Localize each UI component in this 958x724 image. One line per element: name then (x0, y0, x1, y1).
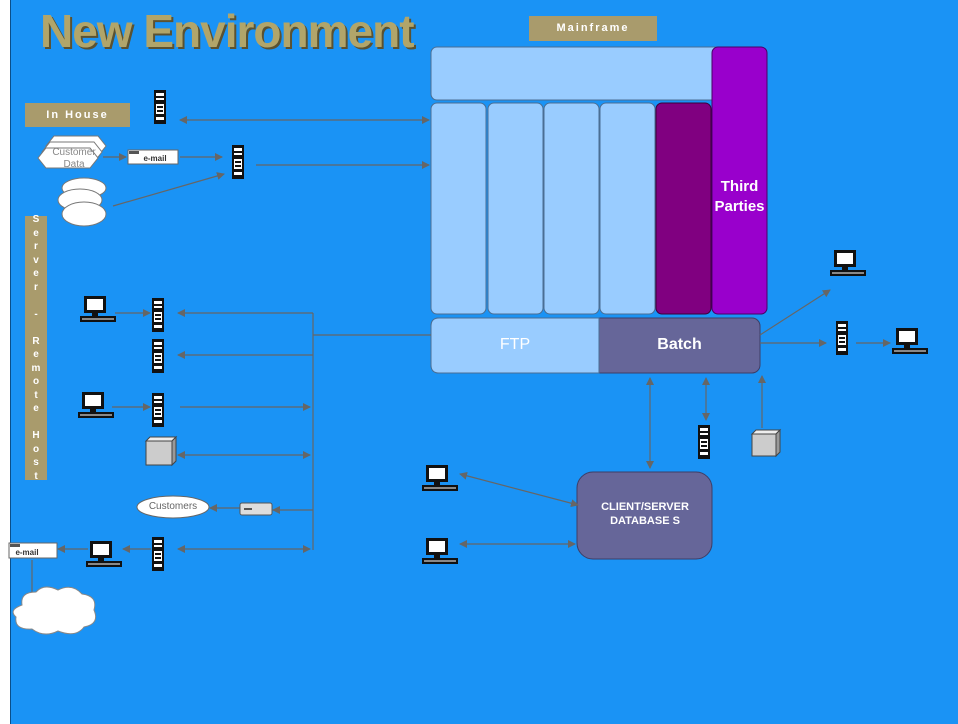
server-icon (698, 425, 710, 459)
email-icon (8, 542, 58, 559)
mainframe-block (430, 46, 768, 374)
vertical-tag-char: e (33, 268, 39, 279)
pc-icon (892, 328, 928, 354)
pc-icon (422, 465, 458, 491)
mainframe-column-4 (599, 102, 656, 315)
vertical-tag-char: o (32, 443, 40, 455)
vertical-tag-char: r (34, 281, 38, 293)
customers-label: Customers (148, 501, 198, 512)
customer-data-stack (37, 135, 107, 169)
mainframe-tag: Mainframe (529, 16, 657, 41)
pc-icon (830, 250, 866, 276)
vertical-tag-char: R (32, 335, 40, 347)
pc-icon (78, 392, 114, 418)
email-label: e-mail (143, 154, 167, 163)
vertical-tag-char: H (32, 430, 40, 441)
ftp-label: FTP (499, 336, 531, 353)
in-house-tag: In House (25, 103, 130, 127)
customer-data-label: Customer Data (52, 147, 96, 170)
pc-icon (86, 541, 122, 567)
email-left-label: e-mail (15, 548, 39, 557)
page-title: New Environment (40, 5, 415, 57)
mainframe-top-panel (430, 46, 722, 101)
third-parties-column (711, 46, 768, 315)
email-icon (127, 149, 179, 165)
vertical-tag-char: e (33, 403, 39, 414)
vertical-tag-char: e (33, 349, 39, 360)
vertical-tag-char: e (33, 227, 39, 239)
internet-cloud (12, 586, 97, 635)
vertical-tag-char: r (34, 241, 38, 252)
vertical-tag-char: t (34, 470, 38, 482)
vertical-tag-char: o (32, 376, 40, 387)
vertical-tag-char: v (33, 254, 39, 266)
vertical-tag-char: S (32, 214, 40, 225)
modem-icon (239, 502, 273, 516)
storage-box-icon (144, 435, 178, 467)
pc-icon (422, 538, 458, 564)
vertical-tag-char: - (34, 308, 38, 320)
third-parties-label: Third Parties (714, 178, 765, 215)
mainframe-column-2 (487, 102, 544, 315)
server-icon (152, 339, 164, 373)
batch-label: Batch (657, 336, 702, 353)
server-icon (152, 537, 164, 571)
server-icon (152, 298, 164, 332)
server-icon (152, 393, 164, 427)
ftp-panel (430, 317, 600, 374)
connectors (28, 116, 891, 601)
server-icon (232, 145, 244, 179)
vertical-tag-char: m (31, 362, 41, 374)
storage-box-icon (750, 428, 782, 458)
vertical-tag-char: t (34, 389, 38, 401)
server-icon (154, 90, 166, 124)
client-server-database-label: CLIENT/SERVER DATABASE S (601, 501, 689, 527)
mainframe-column-1 (430, 102, 487, 315)
server-icon (836, 321, 848, 355)
mainframe-column-5 (655, 102, 712, 315)
mainframe-column-3 (543, 102, 600, 315)
customers-ellipse (136, 495, 210, 519)
vertical-tag-char: s (33, 457, 39, 468)
disk-stack-icon (57, 177, 107, 227)
client-server-database-box (576, 471, 713, 560)
pc-icon (80, 296, 116, 322)
